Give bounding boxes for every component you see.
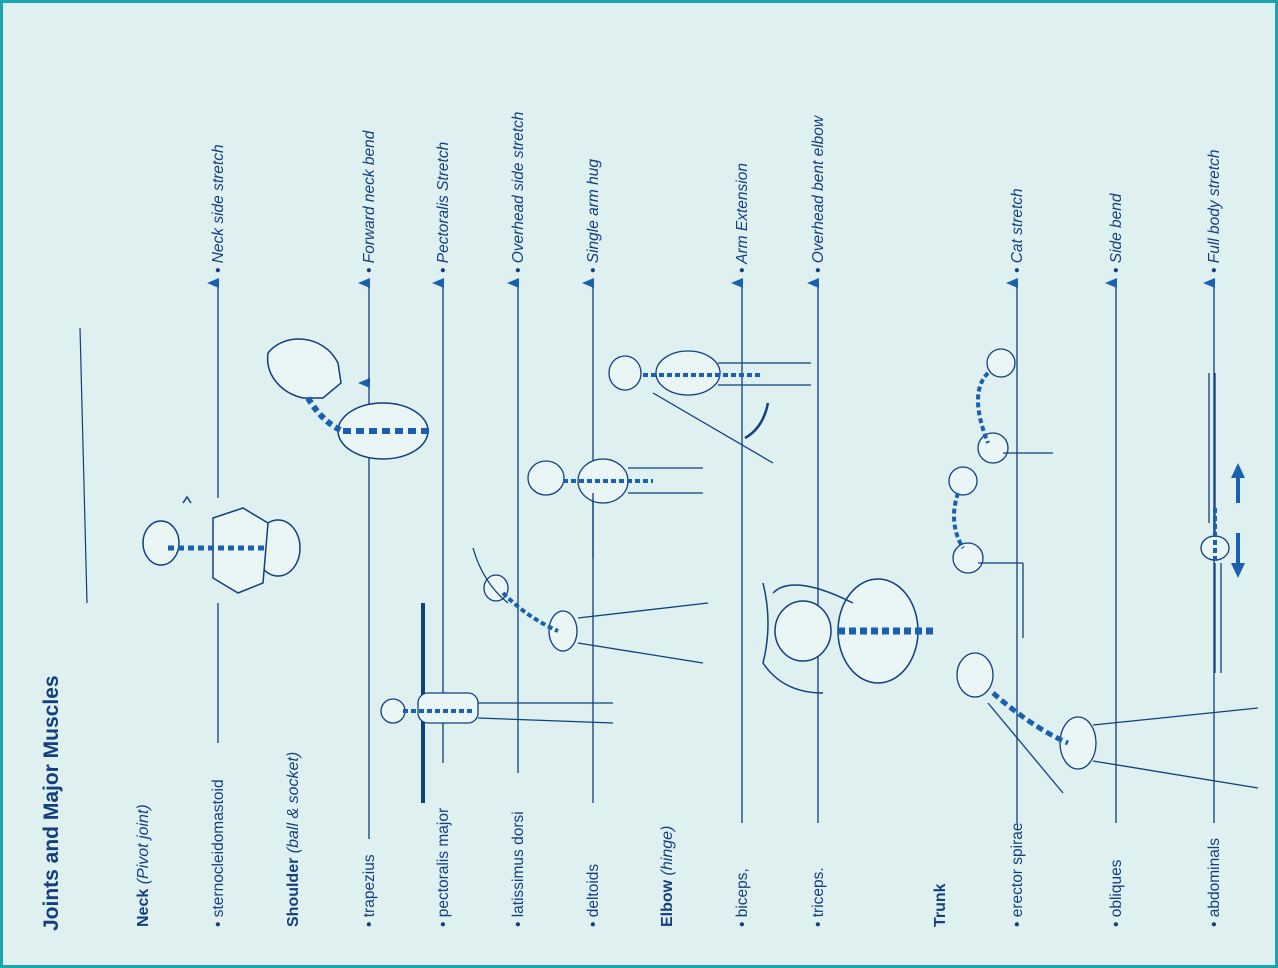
full-body-stretch-figure-icon	[1200, 373, 1245, 673]
diagram-graphics	[79, 278, 1259, 839]
neck-rotation-figure-icon	[142, 495, 301, 594]
diagram-stage: Joints and Major Muscles Neck (Pivot joi…	[3, 3, 1275, 965]
cat-stretch-figure-icon	[948, 348, 1053, 638]
forward-neck-bend-figure-icon	[266, 338, 433, 460]
overhead-elbow-figure-icon	[762, 578, 935, 694]
arms-out-figure-icon	[380, 603, 614, 803]
arm-hug-figure-icon	[527, 458, 703, 558]
side-bend-figure-icon	[956, 652, 1259, 794]
decorative-line	[79, 327, 88, 604]
row-lines	[207, 278, 1215, 839]
side-reach-figure-icon	[472, 547, 709, 664]
arm-extension-figure-icon	[608, 350, 811, 464]
